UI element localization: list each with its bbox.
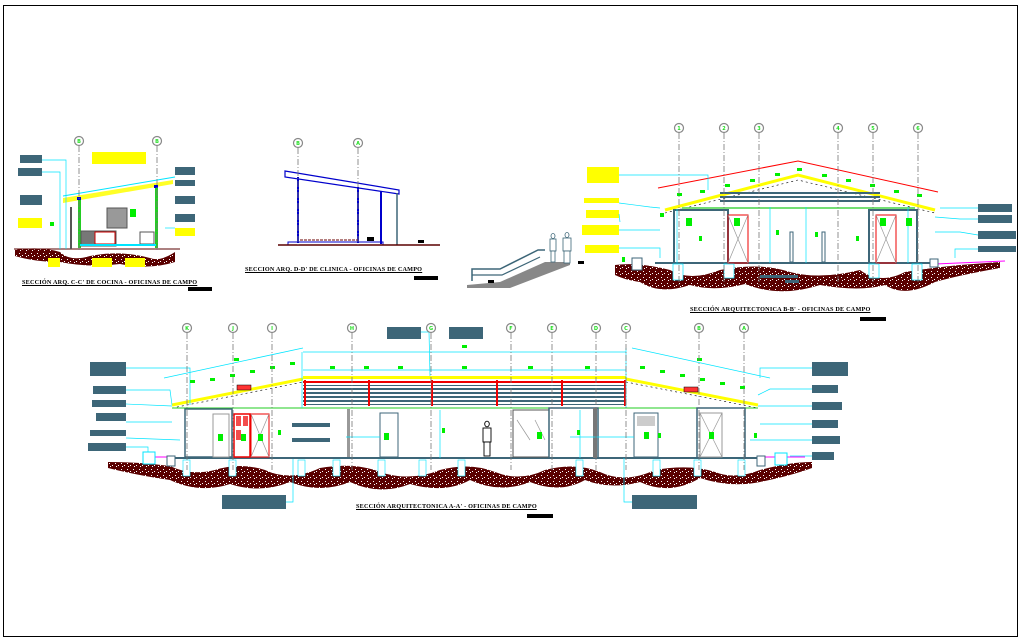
grid-bubble-label: C: [624, 326, 628, 332]
section-d-d: [278, 170, 440, 246]
section-title-c-c: SECCIÓN ARQ. C-C' DE COCINA - OFICINAS D…: [22, 279, 198, 286]
grid-bubble-icon: [867, 122, 879, 134]
grid-bubble-label: D: [594, 326, 598, 332]
grid-bubble-icon: [151, 135, 163, 147]
grid-bubble-label: I: [271, 326, 273, 332]
grid-bubble-label: B: [296, 141, 300, 147]
grid-bubble-icon: [266, 322, 278, 334]
grid-bubble-label: A: [356, 141, 360, 147]
grid-bubble-icon: [693, 322, 705, 334]
grid-bubble-icon: [832, 122, 844, 134]
grid-bubble-icon: [425, 322, 437, 334]
grid-bubble-label: F: [509, 326, 512, 332]
grid-bubble-icon: [673, 122, 685, 134]
grid-bubble-label: K: [185, 326, 190, 332]
grid-bubble-label: B: [155, 139, 159, 145]
section-title-b-b: SECCIÓN ARQUITECTONICA B-B' - OFICINAS D…: [690, 306, 871, 313]
grid-bubble-icon: [505, 322, 517, 334]
scale-bar-a-a: [527, 514, 553, 518]
grid-bubble-icon: [912, 122, 924, 134]
grid-bubble-label: A: [742, 326, 746, 332]
grid-bubble-label: 2: [722, 126, 726, 132]
drawing-frame: [3, 5, 1018, 637]
grid-bubble-icon: [718, 122, 730, 134]
grid-bubble-label: E: [550, 326, 554, 332]
grid-bubble-icon: [73, 135, 85, 147]
grid-bubble-label: 5: [871, 126, 875, 132]
grid-bubble-label: J: [231, 326, 234, 332]
section-title-a-a: SECCIÓN ARQUITECTONICA A-A' - OFICINAS D…: [356, 503, 537, 510]
section-a-a: [88, 327, 848, 509]
section-b-b: [467, 160, 1016, 292]
grid-bubble-label: 6: [916, 126, 920, 132]
grid-bubble-icon: [738, 322, 750, 334]
grid-bubble-icon: [352, 137, 364, 149]
grid-bubble-icon: [753, 122, 765, 134]
grid-bubble-icon: [227, 322, 239, 334]
grid-bubble-icon: [590, 322, 602, 334]
grid-bubble-label: B: [77, 139, 81, 145]
grid-bubble-icon: [546, 322, 558, 334]
grid-bubble-label: G: [429, 326, 433, 332]
grid-bubble-icon: [292, 137, 304, 149]
scale-bar-d-d: [414, 276, 438, 280]
scale-bar-b-b: [860, 317, 886, 321]
grid-bubble-label: B: [697, 326, 701, 332]
grid-bubble-label: 3: [757, 126, 761, 132]
section-c-c: [14, 152, 195, 267]
grid-bubble-label: 4: [836, 126, 840, 132]
grid-bubble-icon: [181, 322, 193, 334]
scale-bar-c-c: [188, 287, 212, 291]
section-title-d-d: SECCION ARQ. D-D' DE CLINICA - OFICINAS …: [245, 266, 423, 273]
grid-axis-bubbles: B B B A 1 2 3 4 5 6K J I H G F E D C B A: [73, 122, 924, 470]
grid-bubble-label: 1: [677, 126, 681, 132]
grid-bubble-icon: [346, 322, 358, 334]
grid-bubble-label: H: [350, 326, 354, 332]
grid-bubble-icon: [620, 322, 632, 334]
